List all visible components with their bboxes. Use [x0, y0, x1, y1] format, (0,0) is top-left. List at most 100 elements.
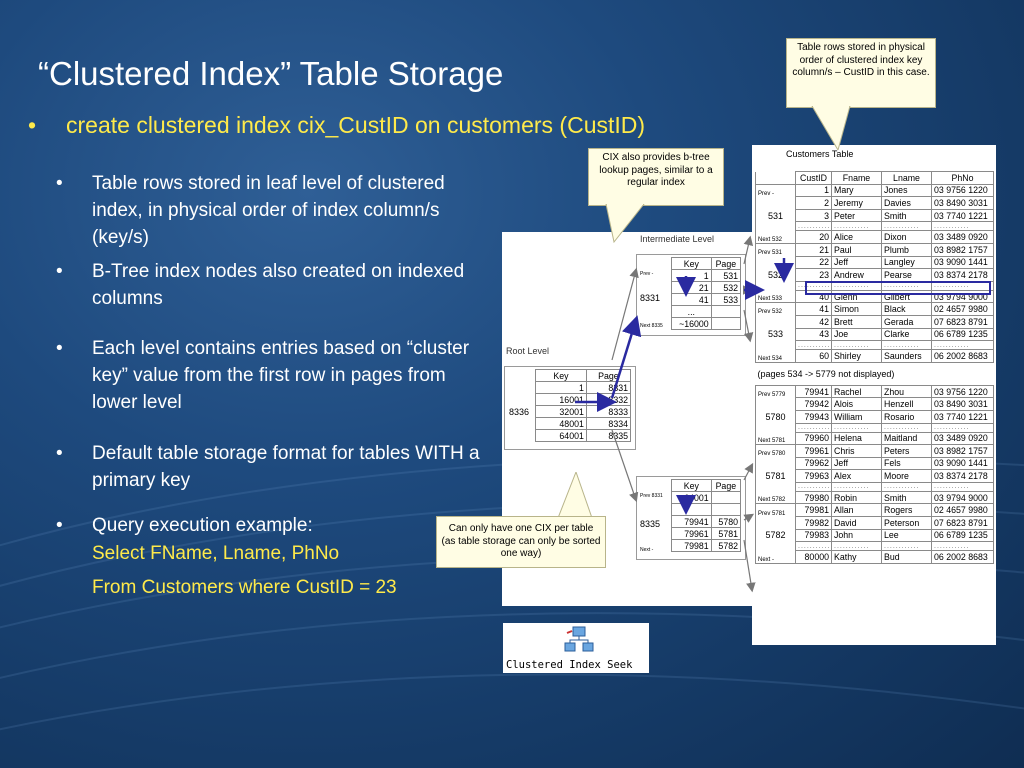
- custid-cell: 42: [795, 314, 832, 329]
- phno-cell: 03 8374 2178: [931, 469, 994, 483]
- fname-cell: Alois: [831, 397, 882, 411]
- ellipsis-cell: ............: [795, 422, 832, 433]
- lname-cell: Moore: [881, 469, 932, 483]
- ellipsis-cell: ............: [795, 221, 832, 232]
- custid-cell: 79943: [795, 409, 832, 424]
- ellipsis-cell: ............: [831, 422, 882, 433]
- page-link-label: Next 5782: [755, 491, 796, 505]
- key-cell: 21: [671, 281, 712, 294]
- phno-cell: 07 6823 8791: [931, 516, 994, 530]
- ellipsis-cell: ............: [831, 340, 882, 351]
- fname-cell: Brett: [831, 314, 882, 329]
- phno-cell: 03 8490 3031: [931, 196, 994, 210]
- phno-cell: 03 9794 9000: [931, 490, 994, 505]
- page-link-label: Prev 5779: [755, 384, 796, 398]
- slide-title: “Clustered Index” Table Storage: [38, 55, 504, 92]
- key-cell: 1: [535, 381, 587, 394]
- bullet-marker: •: [56, 173, 63, 194]
- fname-cell: John: [831, 528, 882, 543]
- not-displayed-row: (pages 534 -> 5779 not displayed): [756, 362, 994, 385]
- custid-cell: 2: [795, 196, 832, 210]
- phno-cell: 02 4657 9980: [931, 503, 994, 518]
- page-number: 8335: [640, 519, 661, 529]
- page-number: 532: [755, 268, 796, 282]
- phno-cell: 03 3489 0920: [931, 431, 994, 446]
- fname-cell: Paul: [831, 242, 882, 257]
- page-number: 5781: [755, 469, 796, 483]
- column-header: Page: [710, 479, 742, 492]
- page-link-label: Next 532: [755, 230, 796, 244]
- intermediate-level-label: Intermediate Level: [640, 234, 715, 244]
- fname-cell: Mary: [831, 183, 882, 198]
- custid-cell: 79981: [795, 503, 832, 518]
- ellipsis-cell: ............: [795, 481, 832, 492]
- fname-cell: David: [831, 516, 882, 530]
- lname-cell: Henzell: [881, 397, 932, 411]
- query-line-1: Select FName, Lname, PhNo: [92, 543, 340, 564]
- query-line-2: From Customers where CustID = 23: [92, 577, 397, 598]
- lname-cell: Plumb: [881, 242, 932, 257]
- page-link-label: Next 5781: [755, 432, 796, 446]
- page-link-label: Prev 531: [755, 242, 796, 257]
- fname-cell: Kathy: [831, 550, 882, 564]
- fname-cell: Jeff: [831, 255, 882, 270]
- root-page-number: 8336: [509, 407, 530, 417]
- bullet-text: Query execution example:: [92, 515, 313, 536]
- lname-cell: Dixon: [881, 230, 932, 244]
- custid-cell: 79963: [795, 469, 832, 483]
- page-number: 531: [755, 209, 796, 222]
- phno-cell: 03 9756 1220: [931, 384, 994, 399]
- lname-cell: Fels: [881, 456, 932, 471]
- lname-cell: Maitland: [881, 431, 932, 446]
- key-cell: ~64001: [671, 491, 712, 504]
- lname-cell: Langley: [881, 255, 932, 270]
- lname-cell: Gerada: [881, 314, 932, 329]
- phno-cell: 07 6823 8791: [931, 314, 994, 329]
- phno-cell: 03 8982 1757: [931, 242, 994, 257]
- phno-cell: 06 2002 8683: [931, 349, 994, 363]
- custid-cell: 79960: [795, 431, 832, 446]
- fname-cell: Andrew: [831, 268, 882, 282]
- not-displayed-note: (pages 534 -> 5779 not displayed): [757, 368, 895, 379]
- ellipsis-cell: ............: [931, 481, 994, 492]
- fname-cell: Robin: [831, 490, 882, 505]
- page-link-label: Prev 532: [755, 302, 796, 316]
- ellipsis-cell: ............: [881, 340, 932, 351]
- page-link-label: [755, 482, 796, 492]
- ellipsis-row: ........................................…: [755, 280, 994, 291]
- page-link-label: [755, 516, 796, 530]
- page-link-label: [755, 423, 796, 432]
- phno-cell: 02 4657 9980: [931, 302, 994, 316]
- key-cell: 79941: [671, 515, 712, 528]
- phno-cell: 03 3489 0920: [931, 230, 994, 244]
- bullet-marker: •: [56, 515, 63, 536]
- callout-one-cix: Can only have one CIX per table (as tabl…: [436, 516, 606, 568]
- bullet-marker: •: [56, 338, 63, 359]
- fname-cell: Alice: [831, 230, 882, 244]
- bullet-marker: •: [56, 443, 63, 464]
- ellipsis-row: ........................................…: [755, 541, 994, 552]
- custid-cell: 79980: [795, 490, 832, 505]
- prev-page-label: Prev -: [640, 271, 654, 277]
- key-cell: 64001: [535, 429, 587, 442]
- key-cell: 1: [671, 269, 712, 282]
- custid-cell: 23: [795, 268, 832, 282]
- page-cell: 532: [710, 281, 742, 294]
- key-cell: 79981: [671, 539, 712, 552]
- lname-cell: Pearse: [881, 268, 932, 282]
- custid-cell: 60: [795, 349, 832, 363]
